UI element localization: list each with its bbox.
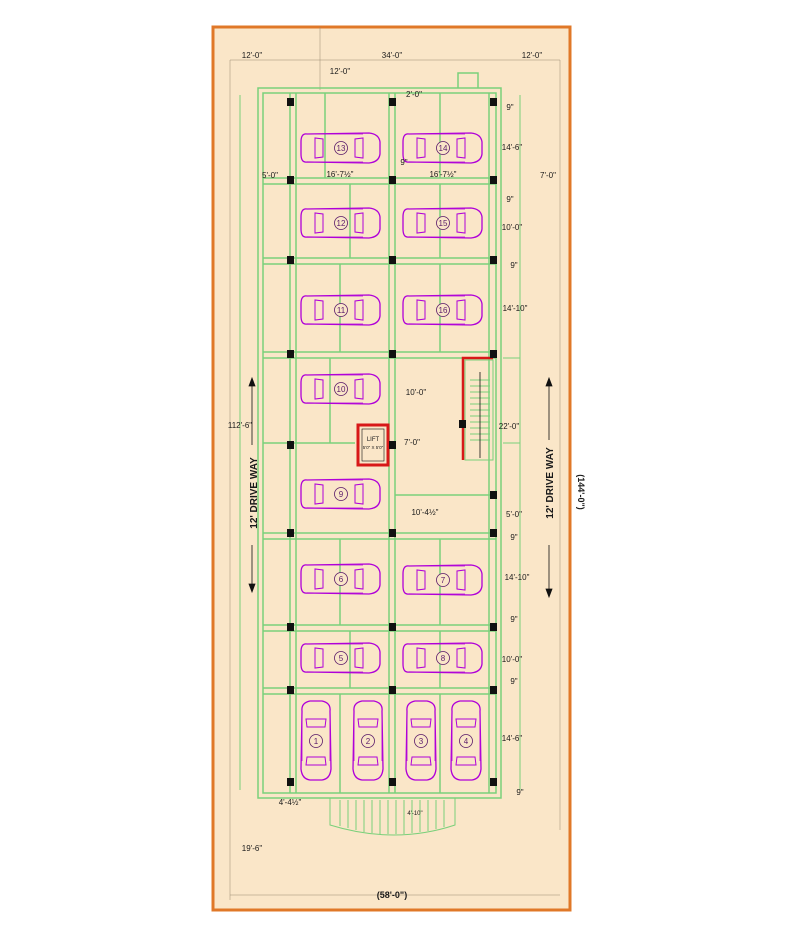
dim-top-left-setback: 12'-0": [242, 51, 263, 60]
car-number-badge: [436, 141, 450, 155]
dim-top-width: 34'-0": [382, 51, 403, 60]
dim-bottom-total: (58'-0"): [377, 890, 407, 900]
car-number-badge: [334, 572, 348, 586]
car-16: 16: [402, 294, 483, 326]
car-14: 14: [402, 132, 483, 164]
dim-entry-width: 4'-10": [407, 811, 422, 817]
dim-bay-right: 16'-7½": [429, 170, 456, 179]
dim-left-total: 112'-6": [228, 421, 252, 430]
lift-label: LIFT: [367, 437, 380, 443]
car-number-badge: [334, 303, 348, 317]
car-8: 8: [402, 642, 483, 674]
car-number-badge: [334, 651, 348, 665]
dim-left-offset: 5'-0": [262, 171, 278, 180]
car-number-badge: [361, 734, 375, 748]
car-1: 1: [300, 700, 332, 781]
car-4: 4: [450, 700, 482, 781]
dim-row-10: 10'-0": [502, 655, 523, 664]
dim-top-inner: 12'-0": [330, 67, 351, 76]
dim-row-5: 14'-10": [503, 304, 528, 313]
car-number-badge: [459, 734, 473, 748]
car-number: 13: [337, 144, 346, 153]
car-number-badge: [436, 216, 450, 230]
car-number: 1: [314, 737, 319, 746]
driveway-left-label: 12' DRIVE WAY: [249, 457, 260, 529]
car-number-badge: [414, 734, 428, 748]
car-number-badge: [334, 487, 348, 501]
car-number: 15: [439, 219, 448, 228]
car-number: 5: [339, 654, 344, 663]
car-number: 12: [337, 219, 346, 228]
car-12: 12: [300, 207, 381, 239]
car-number: 3: [419, 737, 424, 746]
car-6: 6: [300, 563, 381, 595]
dim-row-3: 10'-0": [502, 223, 523, 232]
car-7: 7: [402, 564, 483, 596]
dim-row-6: 5'-0": [506, 510, 522, 519]
car-number: 6: [339, 575, 344, 584]
car-number: 7: [441, 576, 446, 585]
car-15: 15: [402, 207, 483, 239]
dim-right-total: (144'-0"): [576, 474, 586, 509]
dim-right-drive: 7'-0": [540, 171, 556, 180]
dim-stair-height: 22'-0": [499, 422, 520, 431]
dim-row-11: 9": [510, 677, 517, 686]
car-9: 9: [300, 478, 381, 510]
car-number: 16: [439, 306, 448, 315]
dim-row-4: 9": [510, 261, 517, 270]
car-number-badge: [309, 734, 323, 748]
construction-lines: [229, 27, 561, 900]
dim-row-0: 9": [506, 103, 513, 112]
car-number-badge: [436, 303, 450, 317]
car-number: 8: [441, 654, 446, 663]
car-number: 4: [464, 737, 469, 746]
car-13: 13: [300, 132, 381, 164]
dim-row-13: 9": [516, 788, 523, 797]
entrance-ramp: [329, 798, 456, 836]
car-11: 11: [300, 294, 381, 326]
lift-shaft: [356, 423, 390, 467]
dim-row-1: 14'-6": [502, 143, 523, 152]
car-number: 9: [339, 490, 344, 499]
dim-row-9: 9": [510, 615, 517, 624]
dim-row-8: 14'-10": [505, 573, 530, 582]
dim-lift-gap: 2'-0": [406, 90, 422, 99]
dim-row-12: 14'-6": [502, 734, 523, 743]
dim-entry-offset: 4'-4½": [279, 798, 302, 807]
car-number-badge: [436, 573, 450, 587]
car-3: 3: [405, 700, 437, 781]
sheet-background: [213, 27, 570, 910]
lift-size-label: 5'0" X 5'0": [363, 445, 384, 450]
car-number-badge: [436, 651, 450, 665]
dim-mid-width: 10'-4½": [411, 508, 438, 517]
driveway-right-label: 12' DRIVE WAY: [545, 447, 556, 519]
side-dimension-lines: [239, 95, 521, 790]
car-2: 2: [352, 700, 384, 781]
dim-row-2: 9": [506, 195, 513, 204]
car-number-badge: [334, 141, 348, 155]
dim-lift-depth: 7'-0": [404, 438, 420, 447]
car-10: 10: [300, 373, 381, 405]
dim-lift-row: 10'-0": [406, 388, 427, 397]
structural-columns: [287, 98, 497, 786]
car-number: 10: [337, 385, 346, 394]
dim-row-7: 9": [510, 533, 517, 542]
car-number-badge: [334, 216, 348, 230]
car-number: 14: [439, 144, 448, 153]
car-number-badge: [334, 382, 348, 396]
plot-boundary: [211, 25, 572, 912]
dim-top-right-setback: 12'-0": [522, 51, 543, 60]
dim-bay-left: 16'-7½": [326, 170, 353, 179]
driveway-arrows: [248, 376, 553, 599]
dim-col-gap: 9": [400, 158, 407, 167]
car-number: 2: [366, 737, 371, 746]
dim-bottom-setback: 19'-6": [242, 844, 263, 853]
car-5: 5: [300, 642, 381, 674]
car-number: 11: [337, 306, 346, 315]
